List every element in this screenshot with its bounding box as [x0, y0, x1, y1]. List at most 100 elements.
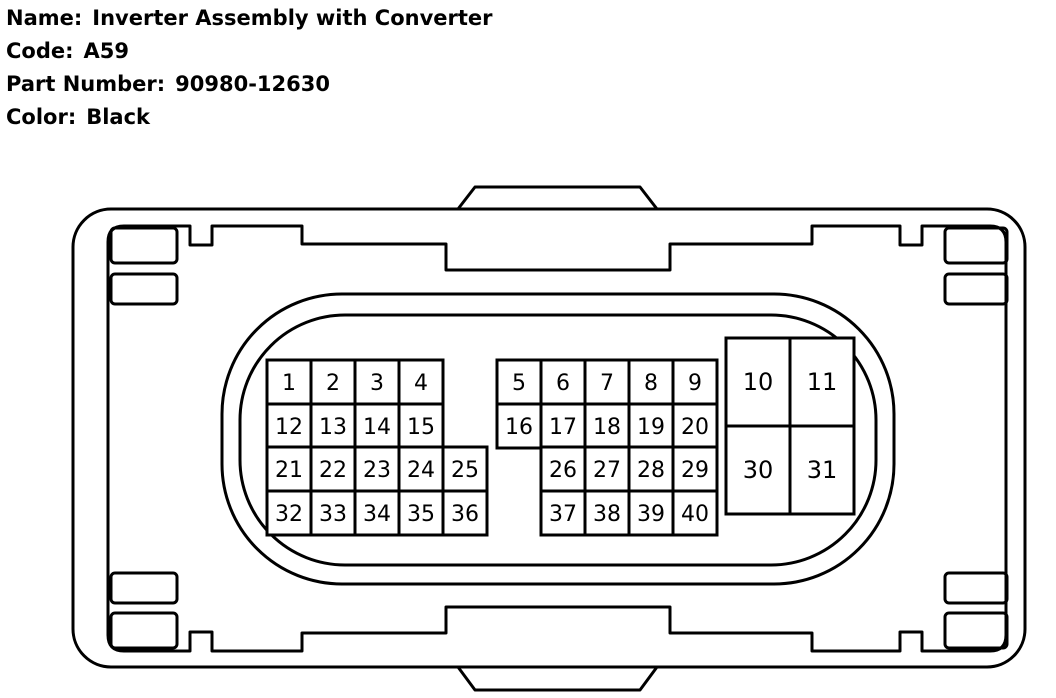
- color-value: Black: [86, 105, 151, 129]
- pin-18: 18: [583, 402, 631, 450]
- code-label: Code:: [6, 39, 74, 63]
- pin-39: 39: [627, 489, 675, 537]
- part-number-line: Part Number: 90980-12630: [6, 74, 330, 95]
- pin-20: 20: [671, 402, 719, 450]
- pin-1: 1: [265, 358, 313, 406]
- pin-label: 24: [407, 458, 435, 483]
- pin-label: 29: [681, 458, 709, 483]
- color-label: Color:: [6, 105, 77, 129]
- name-line: Name: Inverter Assembly with Converter: [6, 8, 493, 29]
- pin-label: 15: [407, 415, 435, 440]
- part-number-label: Part Number:: [6, 72, 166, 96]
- pin-label: 6: [556, 371, 570, 396]
- pin-label: 21: [275, 458, 303, 483]
- pin-label: 33: [319, 502, 347, 527]
- pin-31: 31: [788, 424, 856, 516]
- pin-label: 12: [275, 415, 303, 440]
- pin-label: 35: [407, 502, 435, 527]
- pin-label: 18: [593, 415, 621, 440]
- pin-label: 16: [505, 415, 533, 440]
- pin-label: 36: [451, 502, 479, 527]
- pin-36: 36: [441, 489, 489, 537]
- pin-label: 17: [549, 415, 577, 440]
- pin-label: 7: [600, 371, 614, 396]
- pin-label: 23: [363, 458, 391, 483]
- right-tab-upper-2: [943, 272, 1009, 306]
- cavity-outer: [220, 292, 896, 586]
- right-tab-lower-1: [943, 571, 1009, 605]
- pin-label: 19: [637, 415, 665, 440]
- pin-label: 5: [512, 371, 526, 396]
- pin-32: 32: [265, 489, 313, 537]
- pin-label: 27: [593, 458, 621, 483]
- outer-housing: [71, 207, 1027, 669]
- right-tab-upper-1: [943, 226, 1009, 265]
- pin-27: 27: [583, 445, 631, 493]
- pin-9: 9: [671, 358, 719, 406]
- pin-label: 34: [363, 502, 391, 527]
- pin-15: 15: [397, 402, 445, 450]
- pin-23: 23: [353, 445, 401, 493]
- pin-10: 10: [724, 336, 792, 428]
- name-label: Name:: [6, 6, 83, 30]
- pin-2: 2: [309, 358, 357, 406]
- pin-25: 25: [441, 445, 489, 493]
- pin-label: 40: [681, 502, 709, 527]
- pin-19: 19: [627, 402, 675, 450]
- pin-11: 11: [788, 336, 856, 428]
- left-tab-upper-1: [109, 226, 179, 265]
- code-value: A59: [83, 39, 129, 63]
- color-line: Color: Black: [6, 107, 150, 128]
- pin-40: 40: [671, 489, 719, 537]
- pin-13: 13: [309, 402, 357, 450]
- pin-14: 14: [353, 402, 401, 450]
- left-tab-lower-1: [109, 571, 179, 605]
- pin-label: 28: [637, 458, 665, 483]
- bottom-latch: [456, 666, 659, 692]
- pin-label: 31: [807, 456, 838, 484]
- pin-label: 26: [549, 458, 577, 483]
- cavity-inner: [238, 313, 878, 567]
- pin-label: 3: [370, 371, 384, 396]
- pin-label: 13: [319, 415, 347, 440]
- left-tab-lower-2: [109, 611, 179, 650]
- pin-17: 17: [539, 402, 587, 450]
- pin-label: 22: [319, 458, 347, 483]
- pin-38: 38: [583, 489, 631, 537]
- pin-label: 10: [743, 368, 774, 396]
- part-number-value: 90980-12630: [175, 72, 330, 96]
- left-tab-upper-2: [109, 272, 179, 306]
- pin-label: 11: [807, 368, 838, 396]
- pin-label: 8: [644, 371, 658, 396]
- pin-12: 12: [265, 402, 313, 450]
- pin-label: 4: [414, 371, 428, 396]
- pin-label: 25: [451, 458, 479, 483]
- pin-3: 3: [353, 358, 401, 406]
- pin-35: 35: [397, 489, 445, 537]
- pin-7: 7: [583, 358, 631, 406]
- pin-label: 20: [681, 415, 709, 440]
- code-line: Code: A59: [6, 41, 129, 62]
- pin-24: 24: [397, 445, 445, 493]
- pin-21: 21: [265, 445, 313, 493]
- pin-label: 2: [326, 371, 340, 396]
- pin-label: 38: [593, 502, 621, 527]
- name-value: Inverter Assembly with Converter: [92, 6, 493, 30]
- pin-30: 30: [724, 424, 792, 516]
- pin-label: 32: [275, 502, 303, 527]
- pin-6: 6: [539, 358, 587, 406]
- pin-16: 16: [495, 402, 543, 450]
- pin-22: 22: [309, 445, 357, 493]
- top-latch: [456, 185, 659, 210]
- pin-label: 37: [549, 502, 577, 527]
- pin-26: 26: [539, 445, 587, 493]
- pin-label: 39: [637, 502, 665, 527]
- pin-37: 37: [539, 489, 587, 537]
- pin-label: 1: [282, 371, 296, 396]
- right-tab-lower-2: [943, 611, 1009, 650]
- pin-29: 29: [671, 445, 719, 493]
- pin-33: 33: [309, 489, 357, 537]
- pin-34: 34: [353, 489, 401, 537]
